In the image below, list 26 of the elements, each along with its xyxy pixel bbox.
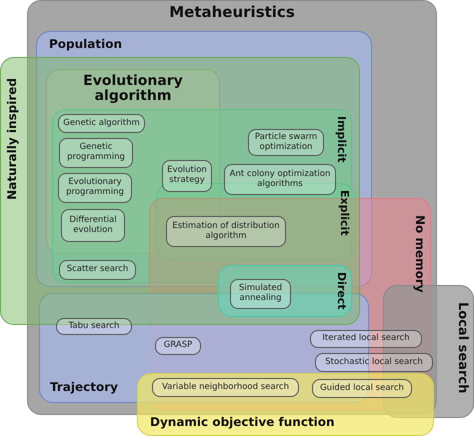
set-region (137, 373, 434, 436)
algorithm-box: Evolution strategy (162, 160, 212, 192)
algorithm-box: Genetic programming (59, 138, 133, 168)
algorithm-box: Differential evolution (61, 209, 125, 242)
region-label: Population (49, 38, 122, 52)
region-label: Trajectory (50, 380, 118, 394)
region-label: No memory (412, 215, 426, 293)
region-label: Naturally inspired (6, 78, 20, 200)
region-label: Implicit (334, 116, 347, 163)
region-label: Direct (334, 272, 347, 310)
algorithm-box: Simulated annealing (230, 279, 291, 309)
region-label: Dynamic objective function (150, 416, 335, 429)
algorithm-box: Particle swarm optimization (248, 129, 324, 156)
algorithm-box: Scatter search (59, 260, 136, 280)
algorithm-box: GRASP (155, 337, 201, 355)
algorithm-box: Evolutionary programming (58, 173, 132, 203)
region-label: Evolutionary algorithm (82, 74, 184, 105)
algorithm-box: Genetic algorithm (58, 114, 145, 133)
set-region (27, 0, 437, 415)
set-region (218, 265, 352, 317)
region-label: Metaheuristics (169, 4, 295, 20)
algorithm-box: Tabu search (56, 318, 132, 335)
algorithm-box: Estimation of distribution algorithm (166, 216, 286, 247)
region-label: Local search (454, 302, 469, 394)
region-label: Explicit (338, 190, 350, 236)
algorithm-box: Ant colony optimization algorithms (224, 164, 336, 195)
